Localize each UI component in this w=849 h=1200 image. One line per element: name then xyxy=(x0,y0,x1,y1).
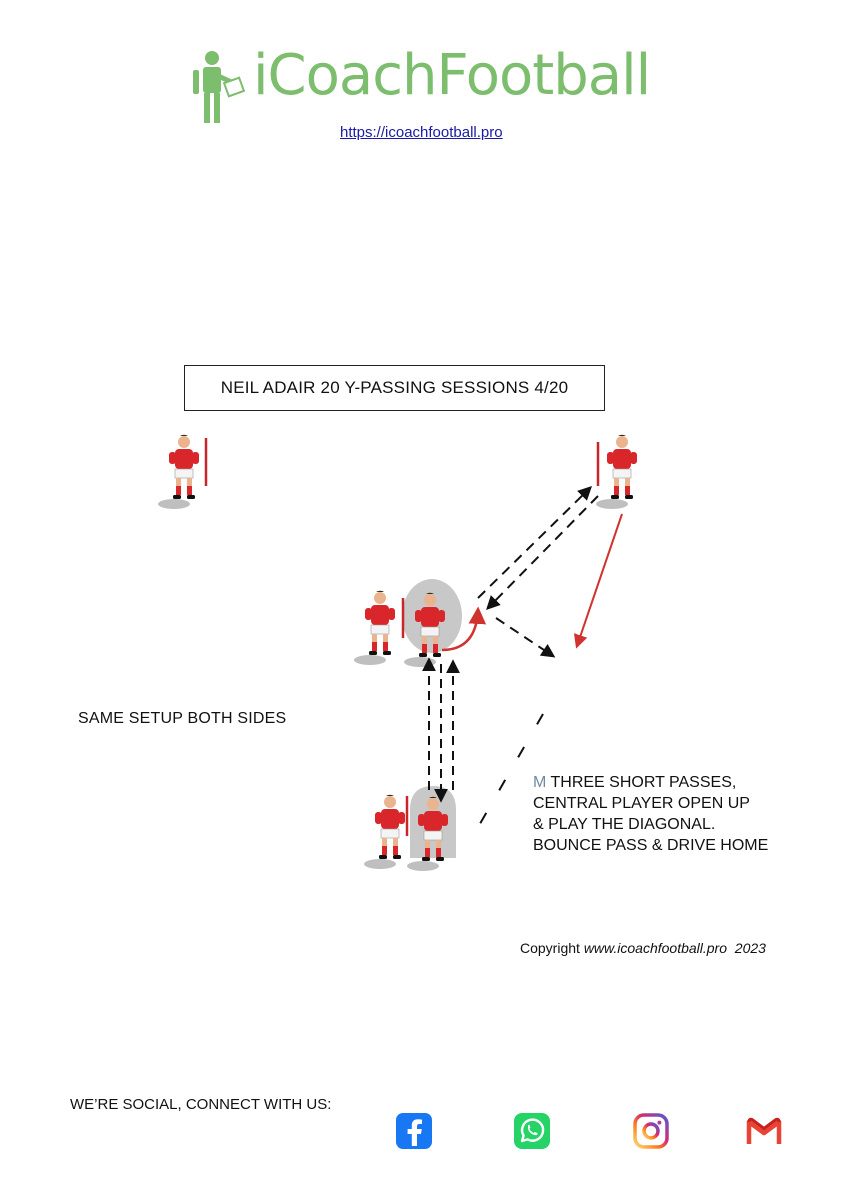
instagram-icon[interactable] xyxy=(632,1112,670,1150)
description-line: & PLAY THE DIAGONAL. xyxy=(533,816,716,833)
pass-to-space xyxy=(495,617,556,658)
social-heading: WE’RE SOCIAL, CONNECT WITH US: xyxy=(70,1096,332,1113)
player-top-right xyxy=(595,434,638,510)
bounce-pass xyxy=(486,495,599,610)
diagonal-pass xyxy=(477,486,592,599)
drive-home xyxy=(472,713,544,837)
brand-name: iCoachFootball xyxy=(253,43,651,108)
description-line: CENTRAL PLAYER OPEN UP xyxy=(533,795,750,812)
drill-description: M THREE SHORT PASSES, CENTRAL PLAYER OPE… xyxy=(533,772,768,856)
description-line: BOUNCE PASS & DRIVE HOME xyxy=(533,837,769,854)
setup-note: SAME SETUP BOTH SIDES xyxy=(78,710,287,727)
player-central-back xyxy=(353,590,396,666)
open-up-run xyxy=(441,606,487,652)
coach-logo-icon xyxy=(193,51,246,123)
whatsapp-icon[interactable] xyxy=(513,1112,551,1150)
description-line: M THREE SHORT PASSES, xyxy=(533,774,737,791)
website-link[interactable]: https://icoachfootball.pro xyxy=(340,124,503,141)
gmail-icon[interactable] xyxy=(746,1116,782,1146)
player-bottom-left xyxy=(363,794,406,870)
facebook-icon[interactable] xyxy=(395,1112,433,1150)
wide-run xyxy=(573,513,623,649)
player-top-left xyxy=(157,434,200,510)
session-title: NEIL ADAIR 20 Y-PASSING SESSIONS 4/20 xyxy=(184,365,605,411)
marker-label: M xyxy=(533,774,547,791)
copyright: Copyright www.icoachfootball.pro 2023 xyxy=(520,940,766,956)
